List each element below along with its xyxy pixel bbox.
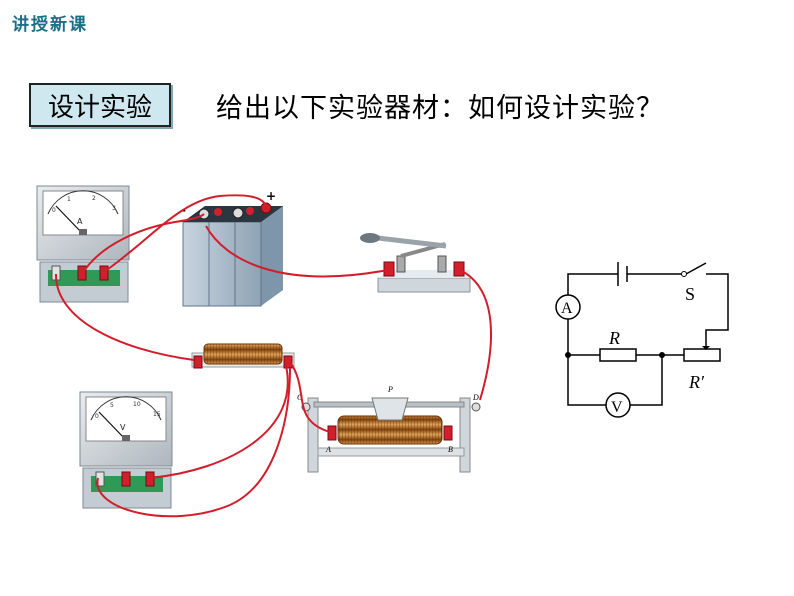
ammeter-terminal-3 [99, 265, 109, 281]
schematic-voltmeter-symbol: V [611, 399, 623, 416]
voltmeter-scale-0: 0 [95, 413, 99, 420]
rheostat-label-p: P [387, 385, 393, 394]
battery-positive-label: + [266, 189, 276, 203]
voltmeter-unit: V [120, 423, 126, 432]
ammeter-scale-2: 2 [92, 195, 96, 202]
ammeter-scale-0: 0 [52, 207, 56, 214]
lesson-header: 讲授新课 [12, 15, 88, 35]
schematic-rheostat-label: R′ [688, 372, 705, 392]
question-text: 给出以下实验器材：如何设计实验？ [216, 93, 664, 124]
rheostat-label-c: C [297, 393, 303, 402]
schematic-resistor-label: R [608, 328, 620, 348]
voltmeter-scale-10: 10 [133, 401, 141, 408]
knife-switch [360, 233, 471, 293]
ammeter-scale-3: 3 [112, 205, 116, 212]
voltmeter-terminal-15 [145, 471, 155, 487]
ammeter: 0 1 2 3 A [36, 185, 130, 303]
ammeter-unit: A [77, 217, 83, 226]
ammeter-needle [55, 205, 83, 234]
section-tag: 设计实验 [29, 83, 171, 127]
voltmeter-terminal-3 [121, 471, 131, 487]
circuit-schematic [555, 262, 729, 418]
voltmeter-scale-15: 15 [153, 411, 161, 418]
rheostat-label-a: A [325, 445, 331, 454]
voltmeter-scale-5: 5 [110, 402, 114, 409]
rheostat-label-d: D [472, 393, 479, 402]
ammeter-scale-1: 1 [67, 196, 71, 203]
connecting-wires [54, 194, 492, 518]
schematic-switch-label: S [685, 284, 695, 304]
battery: - + [181, 189, 283, 307]
fixed-resistor [191, 343, 295, 369]
slide-rheostat: P C D A B [297, 385, 481, 473]
schematic-ammeter-symbol: A [561, 300, 573, 317]
voltmeter-neg-terminal [95, 471, 105, 487]
voltmeter: 0 5 10 15 V [79, 391, 173, 509]
voltmeter-needle [98, 411, 126, 440]
rheostat-label-b: B [448, 445, 453, 454]
